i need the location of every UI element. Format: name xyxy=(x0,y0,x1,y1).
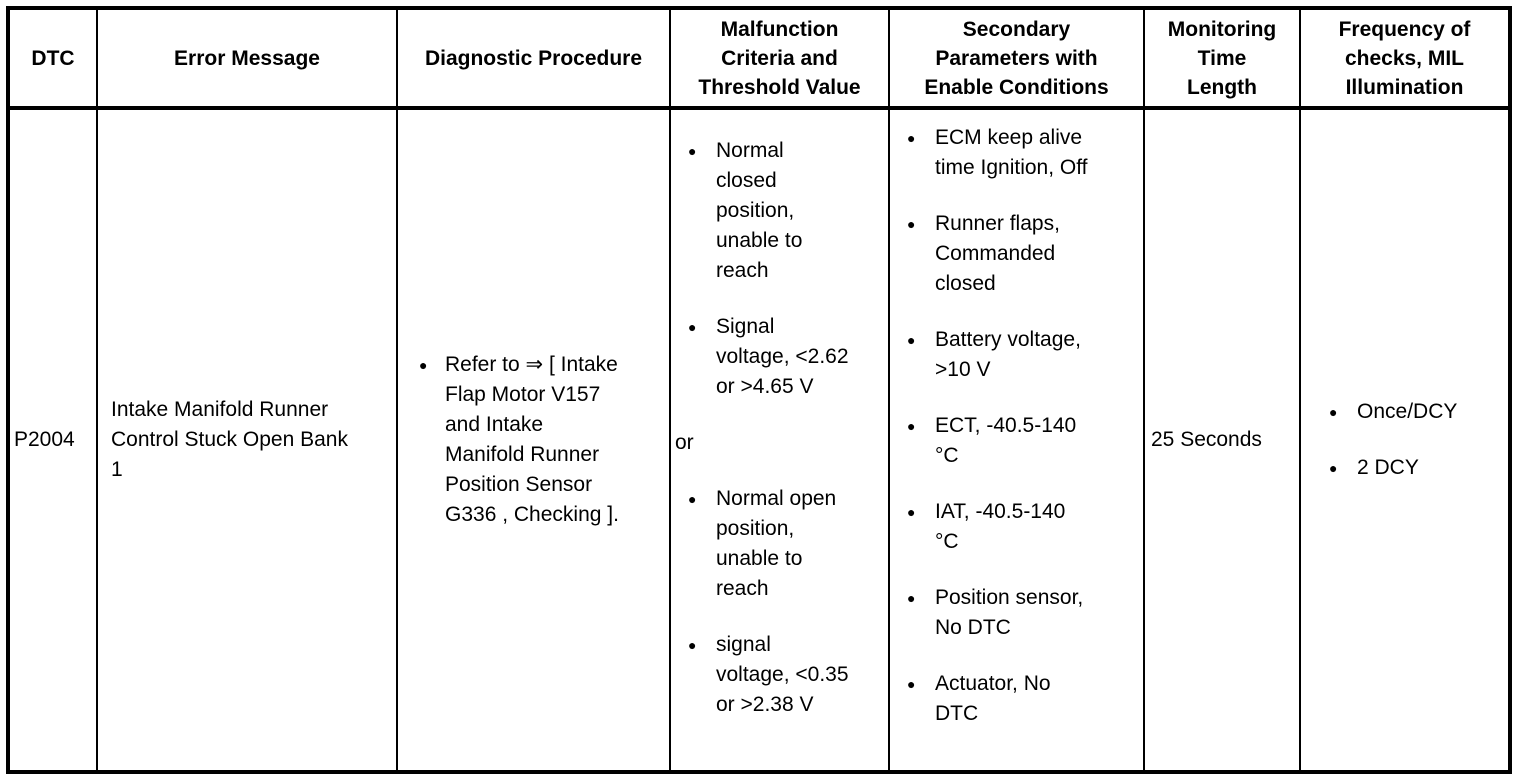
cell-error-message: Intake Manifold Runner Control Stuck Ope… xyxy=(98,110,398,770)
bullet-icon: ● xyxy=(419,357,428,373)
frequency-item-text: 2 DCY xyxy=(1357,456,1419,479)
list-item: ● 2 DCY xyxy=(1312,453,1508,483)
bullet-icon: ● xyxy=(1329,460,1338,476)
table-row: P2004 Intake Manifold Runner Control Stu… xyxy=(10,110,1508,770)
list-item: ● Refer to ⇒ [ Intake Flap Motor V157 an… xyxy=(398,350,669,530)
dtc-table: DTC Error Message Diagnostic Procedure M… xyxy=(6,6,1512,774)
list-item: ● Normal closed position, unable to reac… xyxy=(671,136,888,286)
diagnostic-procedure-text: Refer to ⇒ [ Intake Flap Motor V157 and … xyxy=(445,353,619,526)
list-item: ● Position sensor, No DTC xyxy=(890,583,1143,643)
bullet-icon: ● xyxy=(688,143,697,159)
bullet-icon: ● xyxy=(907,676,916,692)
cell-secondary-parameters: ● ECM keep alive time Ignition, Off ● Ru… xyxy=(890,110,1145,770)
bullet-icon: ● xyxy=(688,491,697,507)
column-header-diagnostic-procedure-label: Diagnostic Procedure xyxy=(424,46,643,70)
monitoring-time-text: 25 Seconds xyxy=(1151,428,1262,451)
secondary-parameter-text: IAT, -40.5-140 °C xyxy=(935,500,1066,553)
list-item: ● Battery voltage, >10 V xyxy=(890,325,1143,385)
secondary-parameter-text: Actuator, No DTC xyxy=(935,672,1051,725)
header-row: DTC Error Message Diagnostic Procedure M… xyxy=(10,10,1508,110)
column-header-diagnostic-procedure: Diagnostic Procedure xyxy=(398,10,671,110)
bullet-icon: ● xyxy=(907,590,916,606)
secondary-parameter-text: Battery voltage, >10 V xyxy=(935,328,1081,381)
secondary-parameter-text: ECT, -40.5-140 °C xyxy=(935,414,1077,467)
bullet-icon: ● xyxy=(688,637,697,653)
column-header-dtc-label: DTC xyxy=(31,46,75,70)
list-item: ● ECT, -40.5-140 °C xyxy=(890,411,1143,471)
malfunction-criteria-group-2: ● Normal open position, unable to reach … xyxy=(671,484,888,720)
list-item: ● Runner flaps, Commanded closed xyxy=(890,209,1143,299)
bullet-icon: ● xyxy=(907,332,916,348)
malfunction-criteria-group-1: ● Normal closed position, unable to reac… xyxy=(671,136,888,402)
bullet-icon: ● xyxy=(907,130,916,146)
secondary-parameter-text: ECM keep alive time Ignition, Off xyxy=(935,126,1088,179)
column-header-error-message-label: Error Message xyxy=(174,46,320,70)
dtc-code: P2004 xyxy=(14,428,75,451)
bullet-icon: ● xyxy=(1329,404,1338,420)
secondary-parameter-text: Position sensor, No DTC xyxy=(935,586,1084,639)
column-header-monitoring-time-label: Monitoring Time Length xyxy=(1167,17,1277,99)
list-item: ● signal voltage, <0.35 or >2.38 V xyxy=(671,630,888,720)
column-header-frequency: Frequency of checks, MIL Illumination xyxy=(1301,10,1508,110)
cell-frequency: ● Once/DCY ● 2 DCY xyxy=(1301,110,1508,770)
column-header-secondary-parameters-label: Secondary Parameters with Enable Conditi… xyxy=(924,17,1109,99)
bullet-icon: ● xyxy=(688,319,697,335)
column-header-secondary-parameters: Secondary Parameters with Enable Conditi… xyxy=(890,10,1145,110)
cell-dtc: P2004 xyxy=(10,110,98,770)
list-item: ● Once/DCY xyxy=(1312,397,1508,427)
bullet-icon: ● xyxy=(907,418,916,434)
bullet-icon: ● xyxy=(907,504,916,520)
column-header-error-message: Error Message xyxy=(98,10,398,110)
cell-monitoring-time: 25 Seconds xyxy=(1145,110,1301,770)
column-header-malfunction-criteria: Malfunction Criteria and Threshold Value xyxy=(671,10,890,110)
malfunction-item-text: Normal open position, unable to reach xyxy=(716,487,837,600)
frequency-list: ● Once/DCY ● 2 DCY xyxy=(1301,397,1508,483)
frequency-item-text: Once/DCY xyxy=(1357,400,1458,423)
malfunction-item-text: signal voltage, <0.35 or >2.38 V xyxy=(716,633,849,716)
list-item: ● Normal open position, unable to reach xyxy=(671,484,888,604)
list-item: ● Actuator, No DTC xyxy=(890,669,1143,729)
column-header-malfunction-criteria-label: Malfunction Criteria and Threshold Value xyxy=(698,17,861,99)
column-header-dtc: DTC xyxy=(10,10,98,110)
or-connector: or xyxy=(675,431,694,454)
column-header-monitoring-time: Monitoring Time Length xyxy=(1145,10,1301,110)
list-item: ● ECM keep alive time Ignition, Off xyxy=(890,123,1143,183)
malfunction-item-text: Signal voltage, <2.62 or >4.65 V xyxy=(716,315,849,398)
malfunction-item-text: Normal closed position, unable to reach xyxy=(716,139,803,282)
list-item: ● Signal voltage, <2.62 or >4.65 V xyxy=(671,312,888,402)
cell-diagnostic-procedure: ● Refer to ⇒ [ Intake Flap Motor V157 an… xyxy=(398,110,671,770)
bullet-icon: ● xyxy=(907,216,916,232)
error-message-text: Intake Manifold Runner Control Stuck Ope… xyxy=(111,398,348,481)
secondary-parameters-list: ● ECM keep alive time Ignition, Off ● Ru… xyxy=(890,123,1143,729)
secondary-parameter-text: Runner flaps, Commanded closed xyxy=(935,212,1060,295)
list-item: ● IAT, -40.5-140 °C xyxy=(890,497,1143,557)
cell-malfunction-criteria: ● Normal closed position, unable to reac… xyxy=(671,110,890,770)
column-header-frequency-label: Frequency of checks, MIL Illumination xyxy=(1338,17,1471,99)
diagnostic-procedure-list: ● Refer to ⇒ [ Intake Flap Motor V157 an… xyxy=(398,350,669,530)
